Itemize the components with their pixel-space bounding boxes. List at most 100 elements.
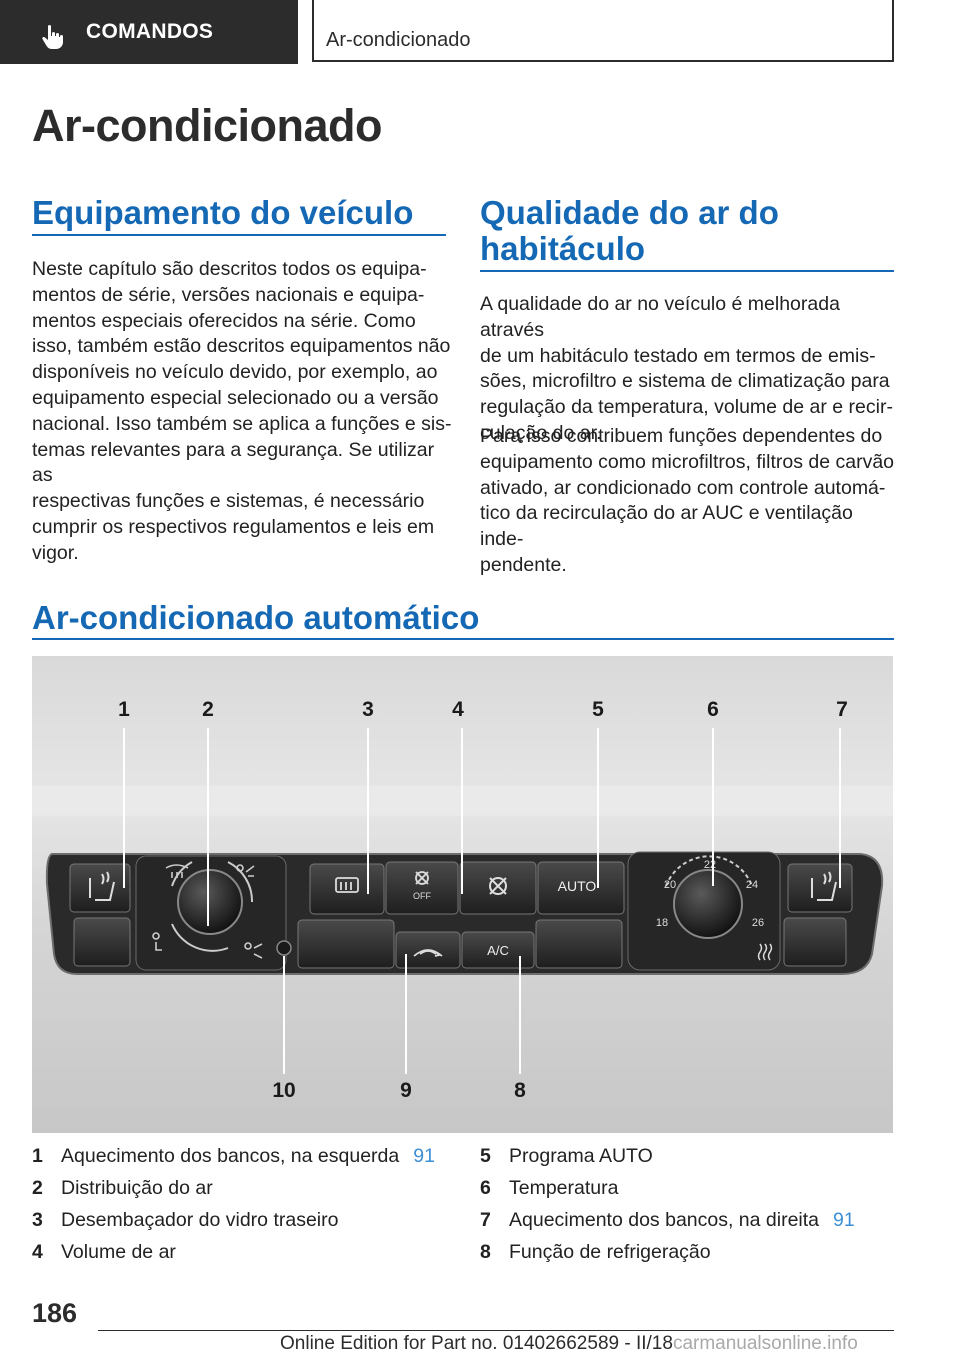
text-line: vigor. bbox=[32, 541, 79, 564]
text-line: disponíveis no veículo devido, por exemp… bbox=[32, 361, 438, 384]
left-seat-heat-button[interactable] bbox=[69, 863, 131, 913]
page-reference-link[interactable]: 91 bbox=[413, 1145, 435, 1167]
auto-ac-heading-rule bbox=[32, 638, 894, 640]
auto-button-label: AUTO bbox=[558, 878, 597, 894]
section-tab[interactable]: COMANDOS bbox=[0, 0, 298, 64]
legend-number: 2 bbox=[32, 1177, 43, 1199]
callout-lines bbox=[123, 728, 841, 1074]
air-quality-heading-line1: Qualidade do ar do bbox=[480, 194, 779, 231]
callout-number: 10 bbox=[272, 1079, 295, 1102]
text-line: cumprir os respectivos regulamentos e le… bbox=[32, 515, 435, 538]
rear-defrost-button[interactable] bbox=[309, 863, 385, 915]
rear-defrost-icon bbox=[335, 877, 359, 893]
equipment-heading: Equipamento do veículo bbox=[32, 194, 414, 231]
legend-item: 1 Aquecimento dos bancos, na esquerda 91 bbox=[32, 1140, 435, 1172]
legend-number: 1 bbox=[32, 1145, 43, 1167]
fan-down-button[interactable] bbox=[385, 861, 459, 915]
fan-off-label: OFF bbox=[413, 891, 431, 901]
ac-button[interactable] bbox=[461, 931, 535, 969]
legend-item: 6 Temperatura bbox=[480, 1172, 855, 1204]
page-reference-link[interactable]: 91 bbox=[833, 1209, 855, 1231]
text-line: nacional. Isso também se aplica a funçõe… bbox=[32, 412, 452, 435]
temp-mark: 18 bbox=[656, 917, 668, 929]
heat-waves-icon bbox=[757, 943, 773, 961]
air-quality-heading: Qualidade do ar do habitáculo bbox=[480, 195, 779, 267]
legend-number: 7 bbox=[480, 1209, 491, 1231]
legend-number: 5 bbox=[480, 1145, 491, 1167]
knob-scale bbox=[227, 861, 254, 903]
callout-number: 5 bbox=[592, 698, 604, 721]
ac-button-label: A/C bbox=[487, 943, 509, 958]
fan-up-button[interactable] bbox=[459, 861, 537, 915]
text-line: equipamento especial selecionado ou a ve… bbox=[32, 386, 439, 409]
text-line: A qualidade do ar no veículo é melhorada… bbox=[480, 293, 840, 341]
text-line: Neste capítulo são descritos todos os eq… bbox=[32, 258, 427, 280]
topic-tab-label: Ar-condicionado bbox=[326, 29, 471, 51]
equipment-paragraph: Neste capítulo são descritos todos os eq… bbox=[32, 257, 452, 567]
text-line: equipamento como microfiltros, filtros d… bbox=[480, 450, 895, 473]
callout-number: 2 bbox=[202, 698, 214, 721]
text-line: mentos de série, versões nacionais e equ… bbox=[32, 283, 425, 306]
vent-feet-icon bbox=[152, 932, 162, 951]
auto-button[interactable] bbox=[537, 861, 625, 915]
legend-text: Distribuição do ar bbox=[61, 1177, 213, 1199]
watermark-text: carmanualsonline.info bbox=[672, 1333, 858, 1354]
left-lower-button[interactable] bbox=[73, 917, 131, 967]
lower-left-blank-button[interactable] bbox=[297, 919, 395, 969]
right-lower-button[interactable] bbox=[783, 917, 847, 967]
climate-panel-figure: OFF AUTO A/C 22 20 24 18 26 bbox=[32, 656, 893, 1133]
page-number: 186 bbox=[32, 1298, 78, 1328]
air-distribution-knob[interactable] bbox=[177, 869, 243, 935]
text-line: sões, microfiltro e sistema de climatiza… bbox=[480, 370, 890, 393]
topic-tab[interactable]: Ar-condicionado bbox=[312, 0, 894, 62]
temp-mark: 24 bbox=[746, 879, 758, 891]
knob-scale bbox=[171, 923, 229, 952]
legend-text: Volume de ar bbox=[61, 1241, 176, 1263]
callout-number: 9 bbox=[400, 1079, 412, 1102]
callout-number: 1 bbox=[118, 698, 130, 721]
knob-scale bbox=[171, 861, 193, 887]
air-quality-paragraph-2: Para isso contribuem funções dependentes… bbox=[480, 424, 900, 579]
right-seat-heat-button[interactable] bbox=[787, 863, 853, 913]
callout-number: 8 bbox=[514, 1079, 526, 1102]
callout-number: 3 bbox=[362, 698, 374, 721]
legend-number: 6 bbox=[480, 1177, 491, 1199]
callout-number: 7 bbox=[836, 698, 848, 721]
temp-mark: 22 bbox=[704, 859, 716, 871]
seat-heat-icon bbox=[89, 871, 115, 901]
recirculation-icon bbox=[413, 949, 443, 957]
section-tab-label: COMANDOS bbox=[86, 20, 214, 43]
hand-pointer-icon bbox=[42, 25, 63, 49]
windshield-defrost-icon bbox=[165, 864, 189, 878]
text-line: ativado, ar condicionado com controle au… bbox=[480, 476, 886, 499]
lower-right-blank-button[interactable] bbox=[535, 919, 623, 969]
text-line: Para isso contribuem funções dependentes… bbox=[480, 425, 883, 447]
temp-mark: 20 bbox=[664, 879, 676, 891]
callout-number: 6 bbox=[707, 698, 719, 721]
legend-text: Temperatura bbox=[509, 1177, 619, 1199]
legend-text: Desembaçador do vidro traseiro bbox=[61, 1209, 339, 1231]
temp-mark: 26 bbox=[752, 917, 764, 929]
legend-number: 8 bbox=[480, 1241, 491, 1263]
air-quality-paragraph-1: A qualidade do ar no veículo é melhorada… bbox=[480, 292, 900, 447]
vent-mixed-icon bbox=[244, 942, 263, 959]
page-title: Ar-condicionado bbox=[32, 100, 383, 151]
fan-off-icon bbox=[415, 871, 429, 885]
legend-text: Função de refrigeração bbox=[509, 1241, 711, 1263]
legend-item: 8 Função de refrigeração bbox=[480, 1236, 855, 1268]
callout-numbers: 1 2 3 4 5 6 7 10 9 8 bbox=[118, 698, 848, 1102]
callout-number: 4 bbox=[452, 698, 464, 721]
fan-icon bbox=[489, 877, 507, 895]
text-line: isso, também estão descritos equipamento… bbox=[32, 335, 451, 358]
temperature-knob[interactable] bbox=[673, 869, 743, 939]
text-line: respectivas funções e sistemas, é necess… bbox=[32, 490, 425, 513]
text-line: temas relevantes para a segurança. Se ut… bbox=[32, 438, 435, 487]
legend-text: Aquecimento dos bancos, na esquerda bbox=[61, 1145, 400, 1167]
text-line: de um habitáculo testado em termos de em… bbox=[480, 344, 876, 367]
legend-left: 1 Aquecimento dos bancos, na esquerda 91 2… bbox=[32, 1140, 435, 1268]
legend-number: 3 bbox=[32, 1209, 43, 1231]
footer-edition: Online Edition for Part no. 01402662589 … bbox=[280, 1333, 858, 1355]
